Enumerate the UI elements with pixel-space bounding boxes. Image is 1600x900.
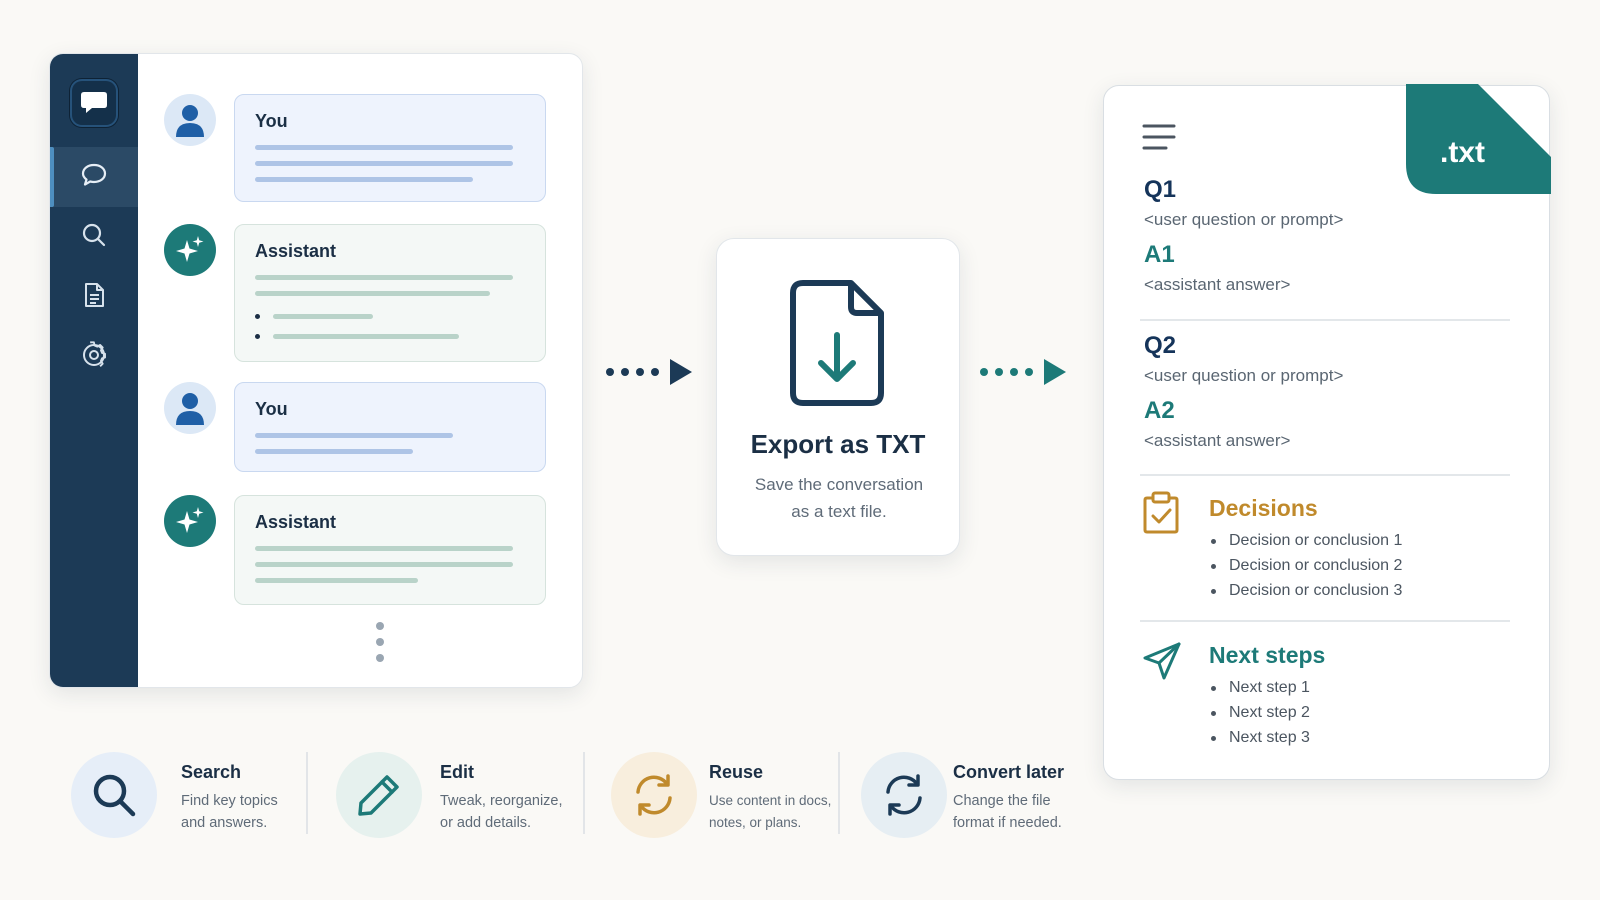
message-author: Assistant xyxy=(255,512,337,532)
benefit-separator xyxy=(583,752,585,834)
benefit-text: Use content in docs,notes, or plans. xyxy=(709,793,832,830)
chat-window: You Assistant You xyxy=(49,53,583,688)
next-steps-list: Next step 1 Next step 2 Next step 3 xyxy=(1209,675,1310,750)
flow-arrow-teal xyxy=(980,359,1066,385)
user-message-1: You xyxy=(234,94,546,202)
benefit-separator xyxy=(306,752,308,834)
clipboard-check-icon xyxy=(1143,491,1179,534)
sync-icon xyxy=(861,752,947,838)
answer-1-text: <assistant answer> xyxy=(1144,275,1291,294)
recycle-icon xyxy=(611,752,697,838)
user-message-2: You xyxy=(234,382,546,472)
file-download-icon xyxy=(790,280,884,406)
bullet xyxy=(255,314,260,319)
export-txt-card[interactable]: Export as TXT Save the conversation as a… xyxy=(716,238,960,556)
text-line xyxy=(255,578,418,583)
txt-document: .txt Q1 <user question or prompt> A1 <as… xyxy=(1103,84,1551,780)
more-messages-indicator xyxy=(376,622,384,670)
user-avatar xyxy=(164,382,216,434)
text-line xyxy=(273,334,459,339)
benefit-title: Search xyxy=(181,762,242,782)
assistant-avatar xyxy=(164,224,216,276)
bullet xyxy=(255,334,260,339)
sparkle-icon xyxy=(176,236,204,262)
flow-arrow-navy xyxy=(606,359,692,385)
menu-icon xyxy=(1142,124,1176,150)
benefit-title: Convert later xyxy=(953,762,1065,782)
divider xyxy=(1140,319,1510,321)
decision-item: Decision or conclusion 3 xyxy=(1209,578,1402,603)
question-1-label: Q1 xyxy=(1144,176,1177,203)
message-author: You xyxy=(255,111,288,131)
divider xyxy=(1140,474,1510,476)
text-line xyxy=(255,177,473,182)
user-icon xyxy=(176,393,204,425)
sidebar-item-chat[interactable] xyxy=(50,147,138,207)
next-step-item: Next step 1 xyxy=(1209,675,1310,700)
message-author: Assistant xyxy=(255,241,337,261)
benefit-title: Edit xyxy=(440,762,474,782)
decisions-list: Decision or conclusion 1 Decision or con… xyxy=(1209,528,1402,603)
answer-1-label: A1 xyxy=(1144,241,1175,268)
text-line xyxy=(255,562,513,567)
message-author: You xyxy=(255,399,288,419)
question-2-label: Q2 xyxy=(1144,332,1177,359)
chat-icon xyxy=(80,161,108,194)
assistant-avatar xyxy=(164,495,216,547)
next-steps-title: Next steps xyxy=(1209,642,1326,668)
decision-item: Decision or conclusion 2 xyxy=(1209,553,1402,578)
next-step-item: Next step 3 xyxy=(1209,725,1310,750)
user-icon xyxy=(176,105,204,137)
assistant-message-2: Assistant xyxy=(234,495,546,605)
send-icon xyxy=(1143,642,1181,680)
decisions-title: Decisions xyxy=(1209,495,1318,521)
sparkle-icon xyxy=(176,507,204,533)
search-icon xyxy=(71,752,157,838)
benefit-reuse: Reuse Use content in docs,notes, or plan… xyxy=(611,752,836,842)
benefit-edit: Edit Tweak, reorganize,or add details. xyxy=(336,752,581,842)
sidebar-item-documents[interactable] xyxy=(50,267,138,327)
question-2-text: <user question or prompt> xyxy=(1144,366,1344,385)
chat-sidebar xyxy=(50,54,138,687)
benefit-separator xyxy=(838,752,840,834)
question-1-text: <user question or prompt> xyxy=(1144,210,1344,229)
benefit-title: Reuse xyxy=(709,762,764,782)
chat-logo-icon[interactable] xyxy=(70,79,118,127)
sidebar-item-search[interactable] xyxy=(50,207,138,267)
text-line xyxy=(255,433,453,438)
next-step-item: Next step 2 xyxy=(1209,700,1310,725)
export-subtitle: Save the conversation as a text file. xyxy=(754,475,924,521)
user-avatar xyxy=(164,94,216,146)
answer-2-label: A2 xyxy=(1144,397,1175,424)
text-line xyxy=(273,314,373,319)
answer-2-text: <assistant answer> xyxy=(1144,431,1291,450)
text-line xyxy=(255,145,513,150)
decision-item: Decision or conclusion 1 xyxy=(1209,528,1402,553)
text-line xyxy=(255,546,513,551)
benefit-text: Tweak, reorganize,or add details. xyxy=(440,793,563,831)
divider xyxy=(1140,620,1510,622)
pencil-icon xyxy=(336,752,422,838)
text-line xyxy=(255,275,513,280)
sidebar-item-settings[interactable] xyxy=(50,327,138,387)
txt-extension-label: .txt xyxy=(1440,136,1485,169)
txt-file-tab xyxy=(1406,84,1551,194)
text-line xyxy=(255,161,513,166)
export-title: Export as TXT xyxy=(750,429,926,459)
search-icon xyxy=(80,221,108,254)
document-icon xyxy=(80,281,108,314)
gear-icon xyxy=(80,340,108,374)
text-line xyxy=(255,291,490,296)
assistant-message-1: Assistant xyxy=(234,224,546,362)
text-line xyxy=(255,449,413,454)
